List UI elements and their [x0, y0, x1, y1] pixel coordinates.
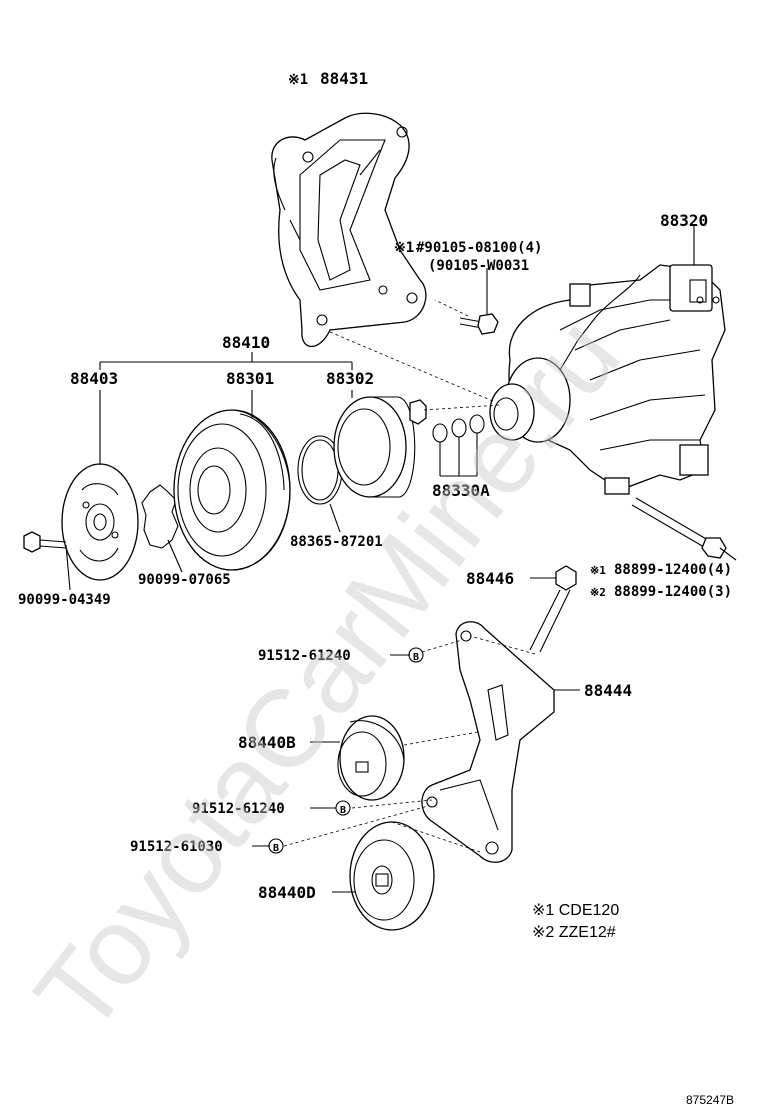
label-88440B: 88440B	[238, 733, 296, 752]
svg-text:B: B	[273, 843, 279, 854]
bolt-90105	[459, 313, 499, 335]
label-88365-87201: 88365-87201	[290, 534, 383, 550]
circle-b-marker-2: B	[335, 800, 351, 816]
label-91512-61240-a: 91512-61240	[258, 648, 351, 664]
label-90105-a: #90105-08100(4)	[416, 240, 542, 256]
label-90099-04349: 90099-04349	[18, 592, 111, 608]
coil-88302	[333, 396, 416, 498]
compressor-88320	[489, 264, 726, 495]
label-88403: 88403	[70, 369, 118, 388]
bolt-90099-04349	[23, 531, 67, 553]
svg-text:B: B	[340, 805, 346, 816]
nut-near-88302	[409, 399, 427, 425]
idler-bracket-88444	[421, 621, 555, 863]
compressor-bracket-88431	[271, 112, 427, 347]
note-cde120: ※1 CDE120	[532, 902, 619, 919]
note-zze12: ※2 ZZE12#	[532, 924, 616, 941]
snap-ring-90099-07065	[141, 484, 179, 549]
label-88301: 88301	[226, 369, 274, 388]
label-88431-mark: ※1	[288, 72, 308, 88]
dashed-reference-lines	[283, 299, 536, 853]
through-bolt-88899	[631, 497, 727, 559]
label-88302: 88302	[326, 369, 374, 388]
circle-b-marker-1: B	[408, 647, 424, 663]
label-88440D: 88440D	[258, 883, 316, 902]
label-90105-mark: ※1	[394, 240, 414, 256]
leader-lines	[65, 226, 737, 893]
label-88320: 88320	[660, 211, 708, 230]
label-88431: 88431	[320, 69, 368, 88]
label-88446: 88446	[466, 569, 514, 588]
svg-text:B: B	[413, 652, 419, 663]
bolt-88446	[529, 565, 577, 653]
label-90099-07065: 90099-07065	[138, 572, 231, 588]
label-91512-61030: 91512-61030	[130, 839, 223, 855]
figure-id: 875247B	[686, 1093, 734, 1107]
label-90105-b: (90105-W0031	[428, 258, 529, 274]
idler-pulley-88440B	[337, 715, 405, 801]
pressure-plate-88403	[61, 463, 139, 581]
label-91512-61240-b: 91512-61240	[192, 801, 285, 817]
label-88899-mark2: ※2	[590, 586, 606, 599]
pulley-88301	[173, 409, 291, 571]
label-88330A: 88330A	[432, 481, 490, 500]
label-88899-mark1: ※1	[590, 564, 606, 577]
label-88410: 88410	[222, 333, 270, 352]
circle-b-marker-3: B	[268, 838, 284, 854]
label-88444: 88444	[584, 681, 632, 700]
idler-pulley-88440D	[349, 821, 435, 931]
label-88899-b: 88899-12400(3)	[614, 584, 732, 600]
label-88899-a: 88899-12400(4)	[614, 562, 732, 578]
